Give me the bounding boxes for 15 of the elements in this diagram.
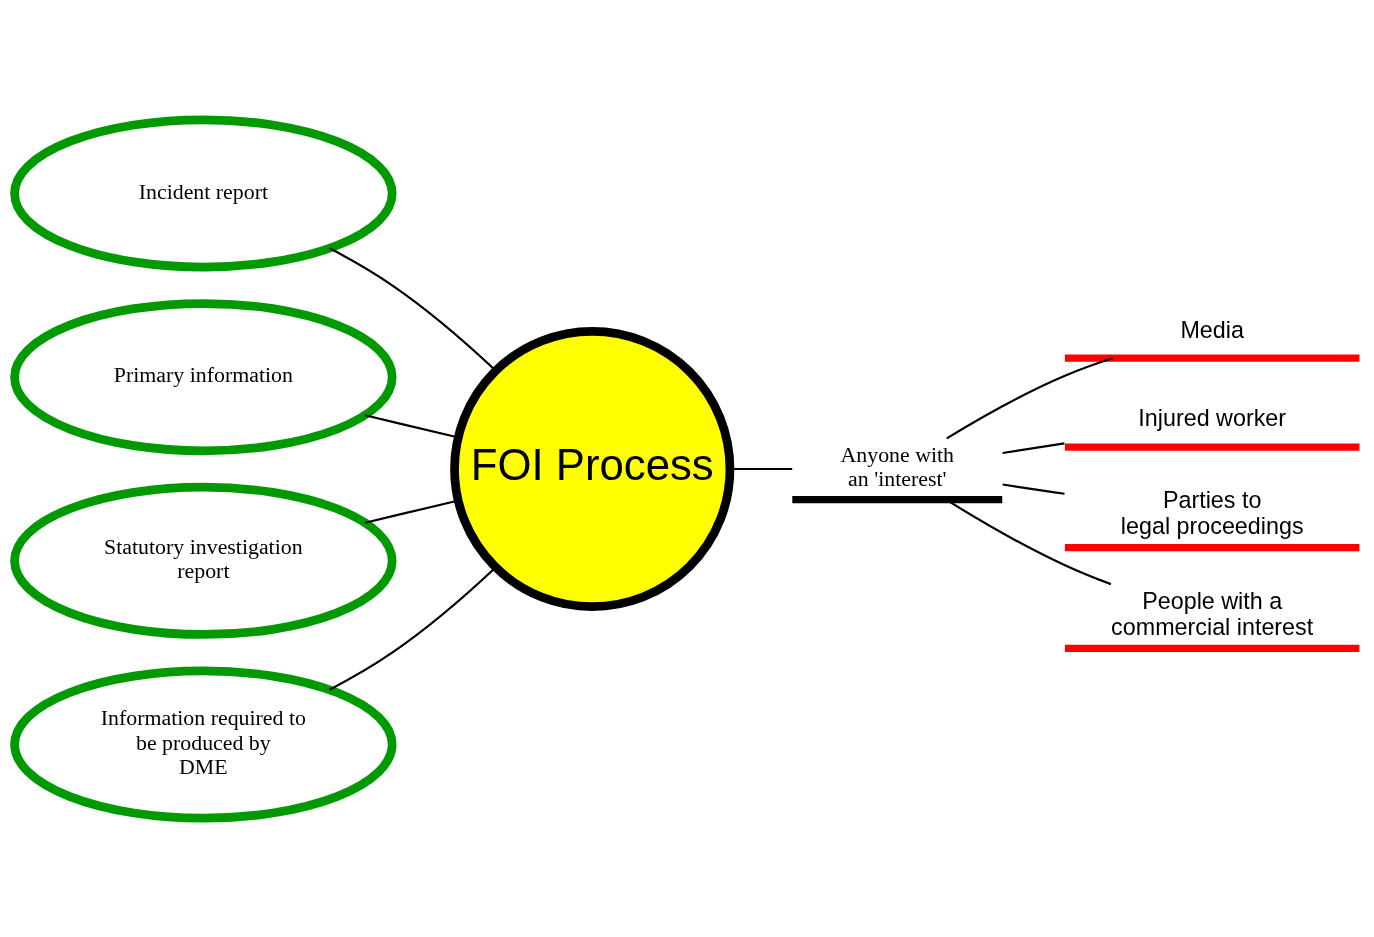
node-ellipse: Primary information — [10, 298, 397, 455]
connector — [329, 566, 497, 691]
node-text: People with a commercial interest — [1111, 587, 1314, 640]
node-text: Anyone with an 'interest' — [840, 442, 955, 491]
connector — [1002, 441, 1065, 454]
node-ellipse: Information required to be produced by DME — [10, 666, 397, 823]
node-text: Injured worker — [1138, 404, 1287, 431]
node-circle: FOI Process — [450, 326, 735, 611]
connector — [1002, 482, 1065, 495]
node-ellipse: Statutory investigation report — [10, 482, 397, 639]
node-text: Media — [1180, 316, 1244, 342]
connector — [946, 356, 1113, 439]
node-ellipse: Incident report — [10, 114, 397, 271]
connector — [329, 246, 497, 371]
node-text: Parties to legal proceedings — [1120, 486, 1304, 539]
